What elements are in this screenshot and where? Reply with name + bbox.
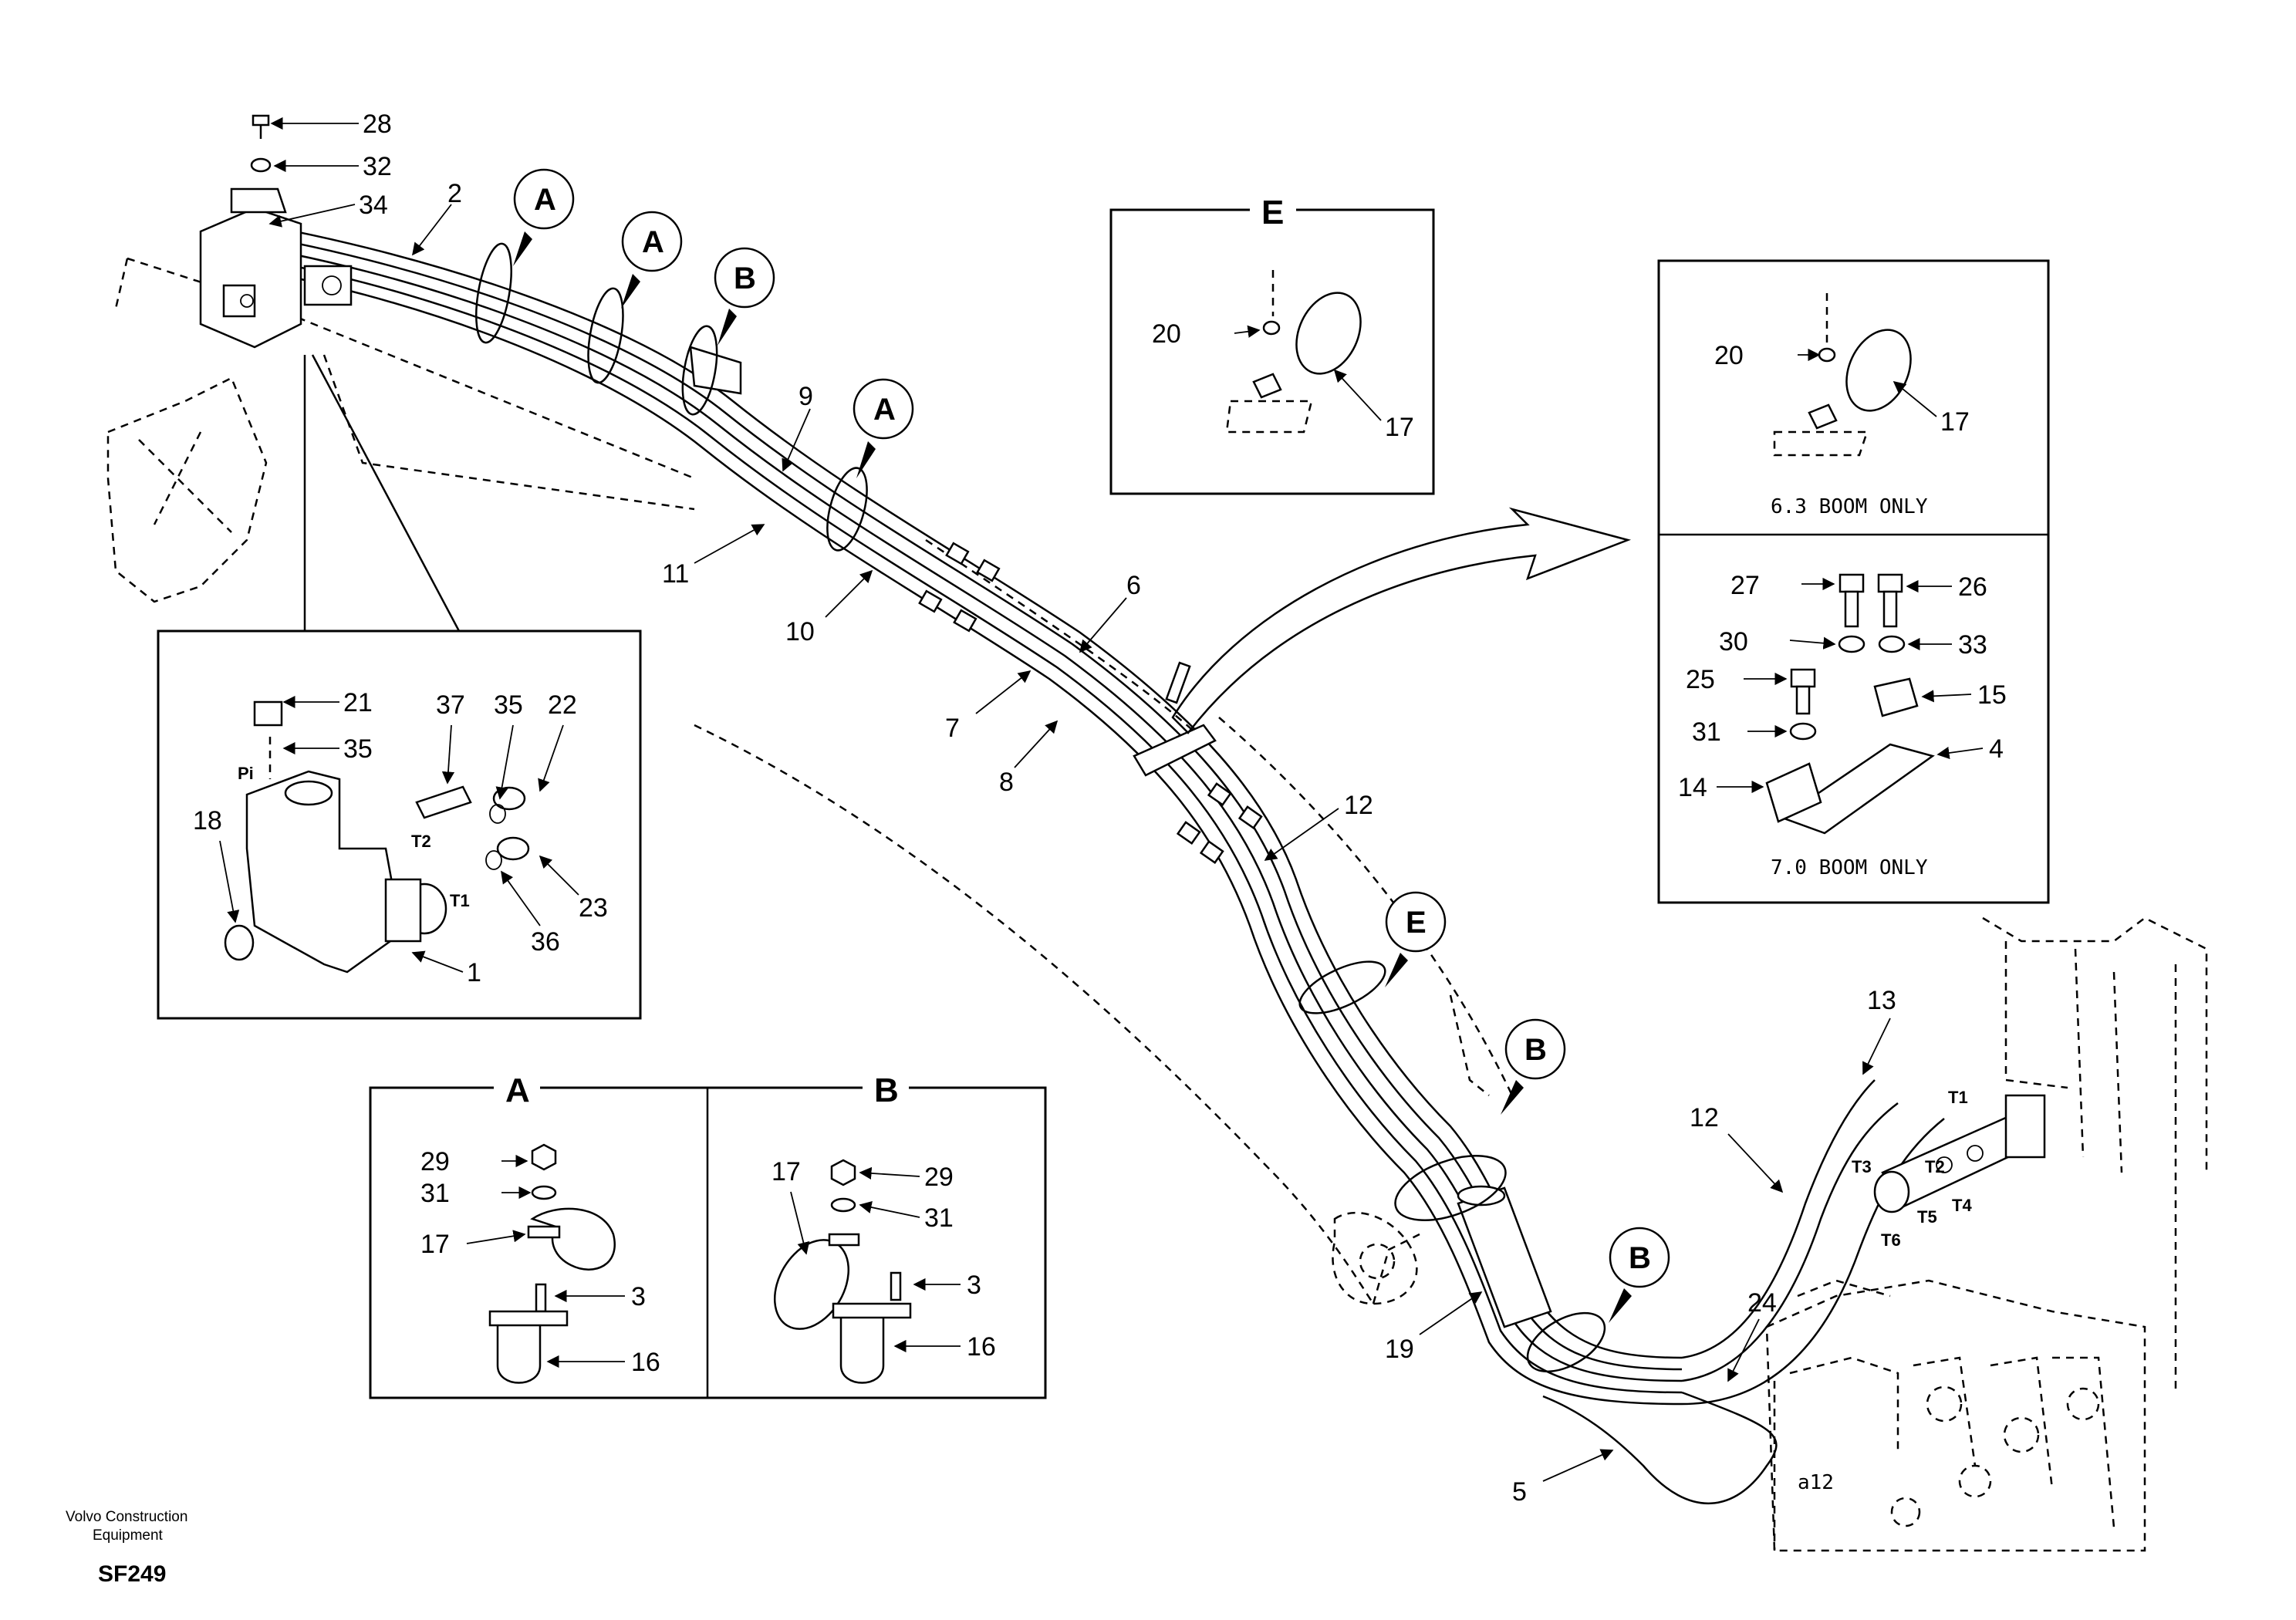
boom70-callout-14: 14 [1678, 773, 1707, 802]
callout-28: 28 [363, 110, 392, 139]
port-t4: T4 [1952, 1196, 1972, 1215]
callout-2: 2 [447, 179, 462, 208]
callout-24: 24 [1747, 1288, 1777, 1318]
bubble-b-2: B [1524, 1033, 1547, 1067]
callout-9: 9 [799, 382, 813, 411]
b-callout-31: 31 [924, 1203, 954, 1233]
b-callout-16: 16 [967, 1332, 996, 1362]
valve-callout-37: 37 [436, 690, 465, 720]
valve-port-t1: T1 [450, 891, 470, 910]
phantom-cab-outline [106, 376, 268, 603]
phantom-frame-right [1982, 916, 2208, 1389]
detail-valve-panel: Pi T2 T1 21 35 37 35 22 18 23 36 1 [157, 629, 642, 1020]
footer: Volvo Construction Equipment SF249 [66, 1509, 187, 1587]
boom70-callout-33: 33 [1958, 630, 1987, 660]
bubble-e-1: E [1406, 906, 1427, 940]
valve-callout-23: 23 [579, 893, 608, 923]
b-callout-17: 17 [772, 1157, 801, 1186]
detail-boom-panel: 20 17 6.3 BOOM ONLY 27 26 30 33 25 15 31… [1657, 259, 2050, 904]
valve-callout-1: 1 [467, 958, 481, 987]
callout-5: 5 [1512, 1477, 1527, 1507]
bubble-a-3: A [873, 393, 896, 427]
a-callout-17: 17 [420, 1230, 450, 1259]
callout-10: 10 [785, 617, 815, 646]
boom70-callout-15: 15 [1977, 680, 2007, 710]
valve-callout-35-b: 35 [494, 690, 523, 720]
valve-port-t2: T2 [411, 832, 431, 851]
detail-a-title: A [505, 1072, 530, 1109]
distributor-port-labels: T1 T2 T3 T4 T5 T6 [1852, 1088, 1972, 1250]
boom70-callout-25: 25 [1686, 665, 1715, 694]
a-callout-3: 3 [631, 1282, 646, 1311]
bubble-b-1: B [734, 262, 756, 295]
callout-6: 6 [1126, 571, 1141, 600]
boom-top-valve [199, 187, 353, 349]
bubble-a-2: A [642, 225, 664, 259]
detail-b-title: B [874, 1072, 899, 1109]
boom70-callout-30: 30 [1719, 627, 1748, 656]
boom70-callout-26: 26 [1958, 572, 1987, 602]
boom63-callout-20: 20 [1714, 341, 1744, 370]
valve-callout-18: 18 [193, 806, 222, 835]
boom70-callout-31: 31 [1692, 717, 1721, 747]
main-callouts: 28 32 34 2 9 11 10 6 7 8 12 12 13 19 24 … [268, 110, 1896, 1507]
callout-12-upper: 12 [1344, 791, 1373, 820]
detail-e-panel: E 20 17 [1109, 194, 1435, 495]
hose-clamp-plate [1133, 661, 1217, 777]
callout-8: 8 [999, 768, 1014, 797]
footer-company-line1: Volvo Construction [66, 1509, 187, 1525]
boom63-callout-17: 17 [1940, 407, 1970, 437]
callout-12-lower: 12 [1690, 1103, 1719, 1132]
callout-32: 32 [363, 152, 392, 181]
bubble-b-3: B [1629, 1241, 1651, 1275]
valve-callout-22: 22 [548, 690, 577, 720]
port-t3: T3 [1852, 1157, 1872, 1176]
top-bolt-stack [250, 114, 272, 173]
clamp-rings [475, 242, 1606, 1373]
a-callout-31: 31 [420, 1179, 450, 1208]
callout-34: 34 [359, 191, 388, 220]
boom63-caption: 6.3 BOOM ONLY [1771, 495, 1928, 518]
leader-valve-detail-right [311, 354, 461, 632]
b-callout-29: 29 [924, 1163, 954, 1192]
port-t6: T6 [1881, 1230, 1901, 1250]
phantom-boom-foot [1332, 994, 1490, 1305]
callout-13: 13 [1867, 986, 1896, 1015]
port-t5: T5 [1917, 1207, 1937, 1227]
callout-11: 11 [662, 559, 689, 589]
hose-couplings [918, 542, 1263, 864]
phantom-control-valve-block [1765, 1279, 2146, 1552]
boom70-callout-27: 27 [1730, 571, 1760, 600]
detail-e-title: E [1261, 194, 1284, 231]
a-callout-29: 29 [420, 1147, 450, 1176]
port-t1: T1 [1948, 1088, 1968, 1107]
detail-ab-panel: A B 29 31 17 3 16 29 31 17 3 [369, 1072, 1047, 1399]
callout-19: 19 [1385, 1335, 1414, 1364]
protective-sleeve [1457, 1185, 1552, 1328]
valve-callout-36: 36 [531, 927, 560, 957]
distributor-manifold [1873, 1094, 2046, 1213]
e-callout-20: 20 [1152, 319, 1181, 349]
footer-code: SF249 [98, 1561, 166, 1587]
valve-callout-21: 21 [343, 688, 373, 717]
boom70-caption: 7.0 BOOM ONLY [1771, 856, 1928, 879]
port-t2: T2 [1925, 1157, 1945, 1176]
callout-7: 7 [945, 714, 960, 743]
valve-port-pi: Pi [238, 764, 254, 783]
valve-callout-35-a: 35 [343, 734, 373, 764]
boom70-callout-4: 4 [1989, 734, 2004, 764]
footer-company-line2: Equipment [93, 1527, 164, 1544]
valve-block-label: a12 [1798, 1471, 1834, 1494]
detail-pointer-arrow [1171, 507, 1632, 734]
b-callout-3: 3 [967, 1271, 981, 1300]
bubble-a-1: A [534, 183, 556, 217]
a-callout-16: 16 [631, 1348, 660, 1377]
e-callout-17: 17 [1385, 413, 1414, 442]
detail-bubbles: A A B A E B B [513, 168, 1670, 1323]
